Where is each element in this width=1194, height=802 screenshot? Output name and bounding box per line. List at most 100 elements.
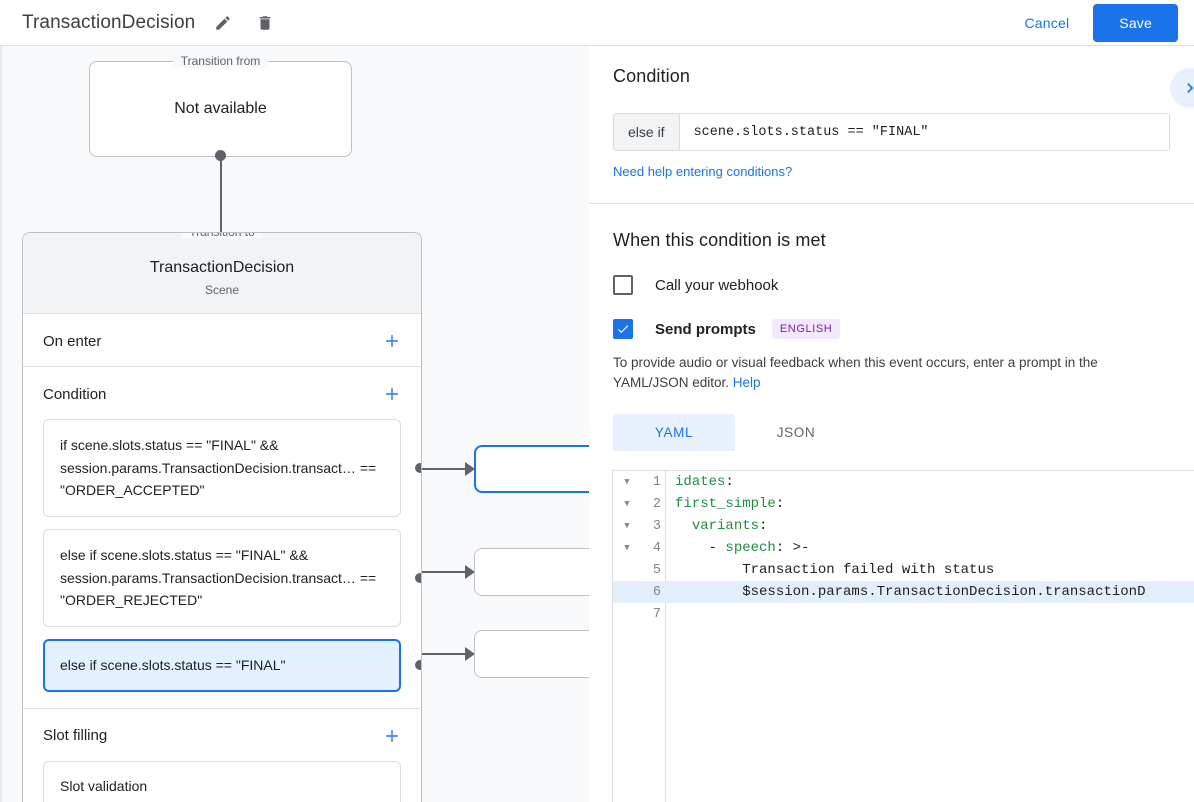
language-badge: ENGLISH xyxy=(771,319,841,339)
transition-from-legend: Transition from xyxy=(172,54,269,68)
tab-json[interactable]: JSON xyxy=(776,424,816,440)
slot-validation-card[interactable]: Slot validation xyxy=(43,760,401,802)
condition-connector-arrow-2 xyxy=(465,565,475,579)
checkbox-unchecked-icon[interactable] xyxy=(613,275,633,295)
prompt-hint-text: To provide audio or visual feedback when… xyxy=(613,353,1170,394)
condition-connector-2 xyxy=(402,571,466,573)
transition-from-value: Not available xyxy=(174,100,267,117)
scene-kind: Scene xyxy=(204,283,240,297)
target-box-2[interactable] xyxy=(474,548,589,596)
editor-format-tabs: YAML JSON xyxy=(613,413,1170,451)
yaml-indent: - xyxy=(675,540,726,556)
plus-icon[interactable] xyxy=(381,330,403,352)
top-bar: TransactionDecision Cancel Save xyxy=(0,0,1194,46)
condition-prefix: else if xyxy=(614,114,680,150)
condition-card[interactable]: else if scene.slots.status == "FINAL" &&… xyxy=(43,529,421,628)
fold-arrow-icon[interactable]: ▼ xyxy=(624,477,630,487)
yaml-editor[interactable]: ▼ 1 idates: ▼ 2 first_simple: ▼ 3 varian… xyxy=(612,470,1194,802)
line-number: 3 xyxy=(652,518,661,534)
condition-node-dot xyxy=(415,463,421,473)
line-number: 2 xyxy=(652,496,661,512)
line-code: idates: xyxy=(665,474,734,490)
yaml-rest: : xyxy=(725,474,734,490)
save-button[interactable]: Save xyxy=(1093,3,1178,42)
section-label-on-enter: On enter xyxy=(43,332,102,350)
tab-yaml[interactable]: YAML xyxy=(613,413,735,451)
checkbox-checked-icon[interactable] xyxy=(613,319,633,339)
yaml-key: variants xyxy=(691,518,760,534)
section-header-on-enter: On enter xyxy=(23,314,421,366)
section-header-condition: Condition xyxy=(23,367,421,419)
condition-card-text: if scene.slots.status == "FINAL" && sess… xyxy=(60,437,377,499)
condition-connector-1 xyxy=(402,468,466,470)
scene-card: Transition to TransactionDecision Scene … xyxy=(22,232,422,802)
transition-from-box: Transition from Not available xyxy=(89,54,352,157)
flow-connector-line xyxy=(220,155,222,251)
editor-line[interactable]: ▼ 4 - speech: >- xyxy=(613,537,1194,559)
line-code: $session.params.TransactionDecision.tran… xyxy=(665,584,1145,600)
condition-help-link[interactable]: Need help entering conditions? xyxy=(613,164,793,179)
yaml-key: first_simple xyxy=(675,496,776,512)
condition-card-text: else if scene.slots.status == "FINAL" &&… xyxy=(60,547,377,609)
yaml-rest: $session.params.TransactionDecision.tran… xyxy=(742,584,1146,600)
send-prompts-checkbox-row[interactable]: Send prompts ENGLISH xyxy=(613,319,1170,339)
plus-icon[interactable] xyxy=(381,383,403,405)
webhook-checkbox-row[interactable]: Call your webhook xyxy=(613,275,1170,295)
fold-arrow-icon[interactable]: ▼ xyxy=(624,499,630,509)
flow-canvas: Transition from Not available Transition… xyxy=(0,46,589,802)
yaml-indent xyxy=(675,562,742,578)
editor-gutter-divider xyxy=(665,471,666,802)
fold-arrow-icon[interactable]: ▼ xyxy=(624,521,630,531)
yaml-rest: Transaction failed with status xyxy=(742,562,995,578)
panel-header: Condition xyxy=(589,46,1194,108)
yaml-rest: : xyxy=(759,518,768,534)
editor-line[interactable]: ▼ 2 first_simple: xyxy=(613,493,1194,515)
help-link[interactable]: Help xyxy=(732,375,761,391)
pencil-icon[interactable] xyxy=(209,9,237,37)
editor-line[interactable]: ▼ 3 variants: xyxy=(613,515,1194,537)
target-box-3[interactable] xyxy=(474,630,589,678)
yaml-key: speech xyxy=(725,540,776,556)
line-number: 7 xyxy=(652,606,661,622)
condition-card-text: else if scene.slots.status == "FINAL" xyxy=(60,657,286,674)
condition-list: if scene.slots.status == "FINAL" && sess… xyxy=(23,419,421,708)
condition-connector-3 xyxy=(402,653,466,655)
top-bar-actions: Cancel Save xyxy=(1011,3,1194,42)
transition-to-legend: Transition to xyxy=(181,232,263,239)
panel-title: Condition xyxy=(613,66,690,86)
condition-connector-arrow-3 xyxy=(465,647,475,661)
line-number: 1 xyxy=(652,474,661,490)
editor-line[interactable]: 7 xyxy=(613,603,1194,625)
condition-card[interactable]: if scene.slots.status == "FINAL" && sess… xyxy=(43,419,421,518)
slot-filling-list: Slot validation xyxy=(23,760,421,802)
plus-icon[interactable] xyxy=(381,725,403,747)
scene-card-header[interactable]: TransactionDecision Scene xyxy=(23,233,421,314)
section-slot-filling: Slot filling Slot validation xyxy=(23,709,421,802)
chevron-right-icon[interactable] xyxy=(1170,68,1194,108)
editor-line-active[interactable]: 6 $session.params.TransactionDecision.tr… xyxy=(613,581,1194,603)
trash-icon[interactable] xyxy=(251,9,279,37)
editor-line[interactable]: ▼ 1 idates: xyxy=(613,471,1194,493)
condition-input-row[interactable]: else if scene.slots.status == "FINAL" xyxy=(613,113,1170,151)
webhook-label: Call your webhook xyxy=(655,276,779,294)
when-condition-met-title: When this condition is met xyxy=(613,230,826,250)
condition-connector-arrow-1 xyxy=(465,462,475,476)
section-on-enter: On enter xyxy=(23,314,421,367)
yaml-indent xyxy=(675,584,742,600)
editor-line[interactable]: 5 Transaction failed with status xyxy=(613,559,1194,581)
section-condition: Condition if scene.slots.status == "FINA… xyxy=(23,367,421,709)
section-label-slot-filling: Slot filling xyxy=(43,727,108,745)
line-code: variants: xyxy=(665,518,768,534)
line-code: - speech: >- xyxy=(665,540,810,556)
cancel-button[interactable]: Cancel xyxy=(1011,6,1084,40)
target-box-1[interactable] xyxy=(474,445,589,493)
scene-name: TransactionDecision xyxy=(149,259,295,276)
line-code: Transaction failed with status xyxy=(665,562,994,578)
condition-input[interactable]: scene.slots.status == "FINAL" xyxy=(693,124,929,140)
fold-arrow-icon[interactable]: ▼ xyxy=(624,543,630,553)
condition-card-selected[interactable]: else if scene.slots.status == "FINAL" xyxy=(43,639,421,692)
send-prompts-label: Send prompts xyxy=(655,320,756,338)
yaml-key: idates xyxy=(675,474,726,490)
line-number: 4 xyxy=(652,540,661,556)
